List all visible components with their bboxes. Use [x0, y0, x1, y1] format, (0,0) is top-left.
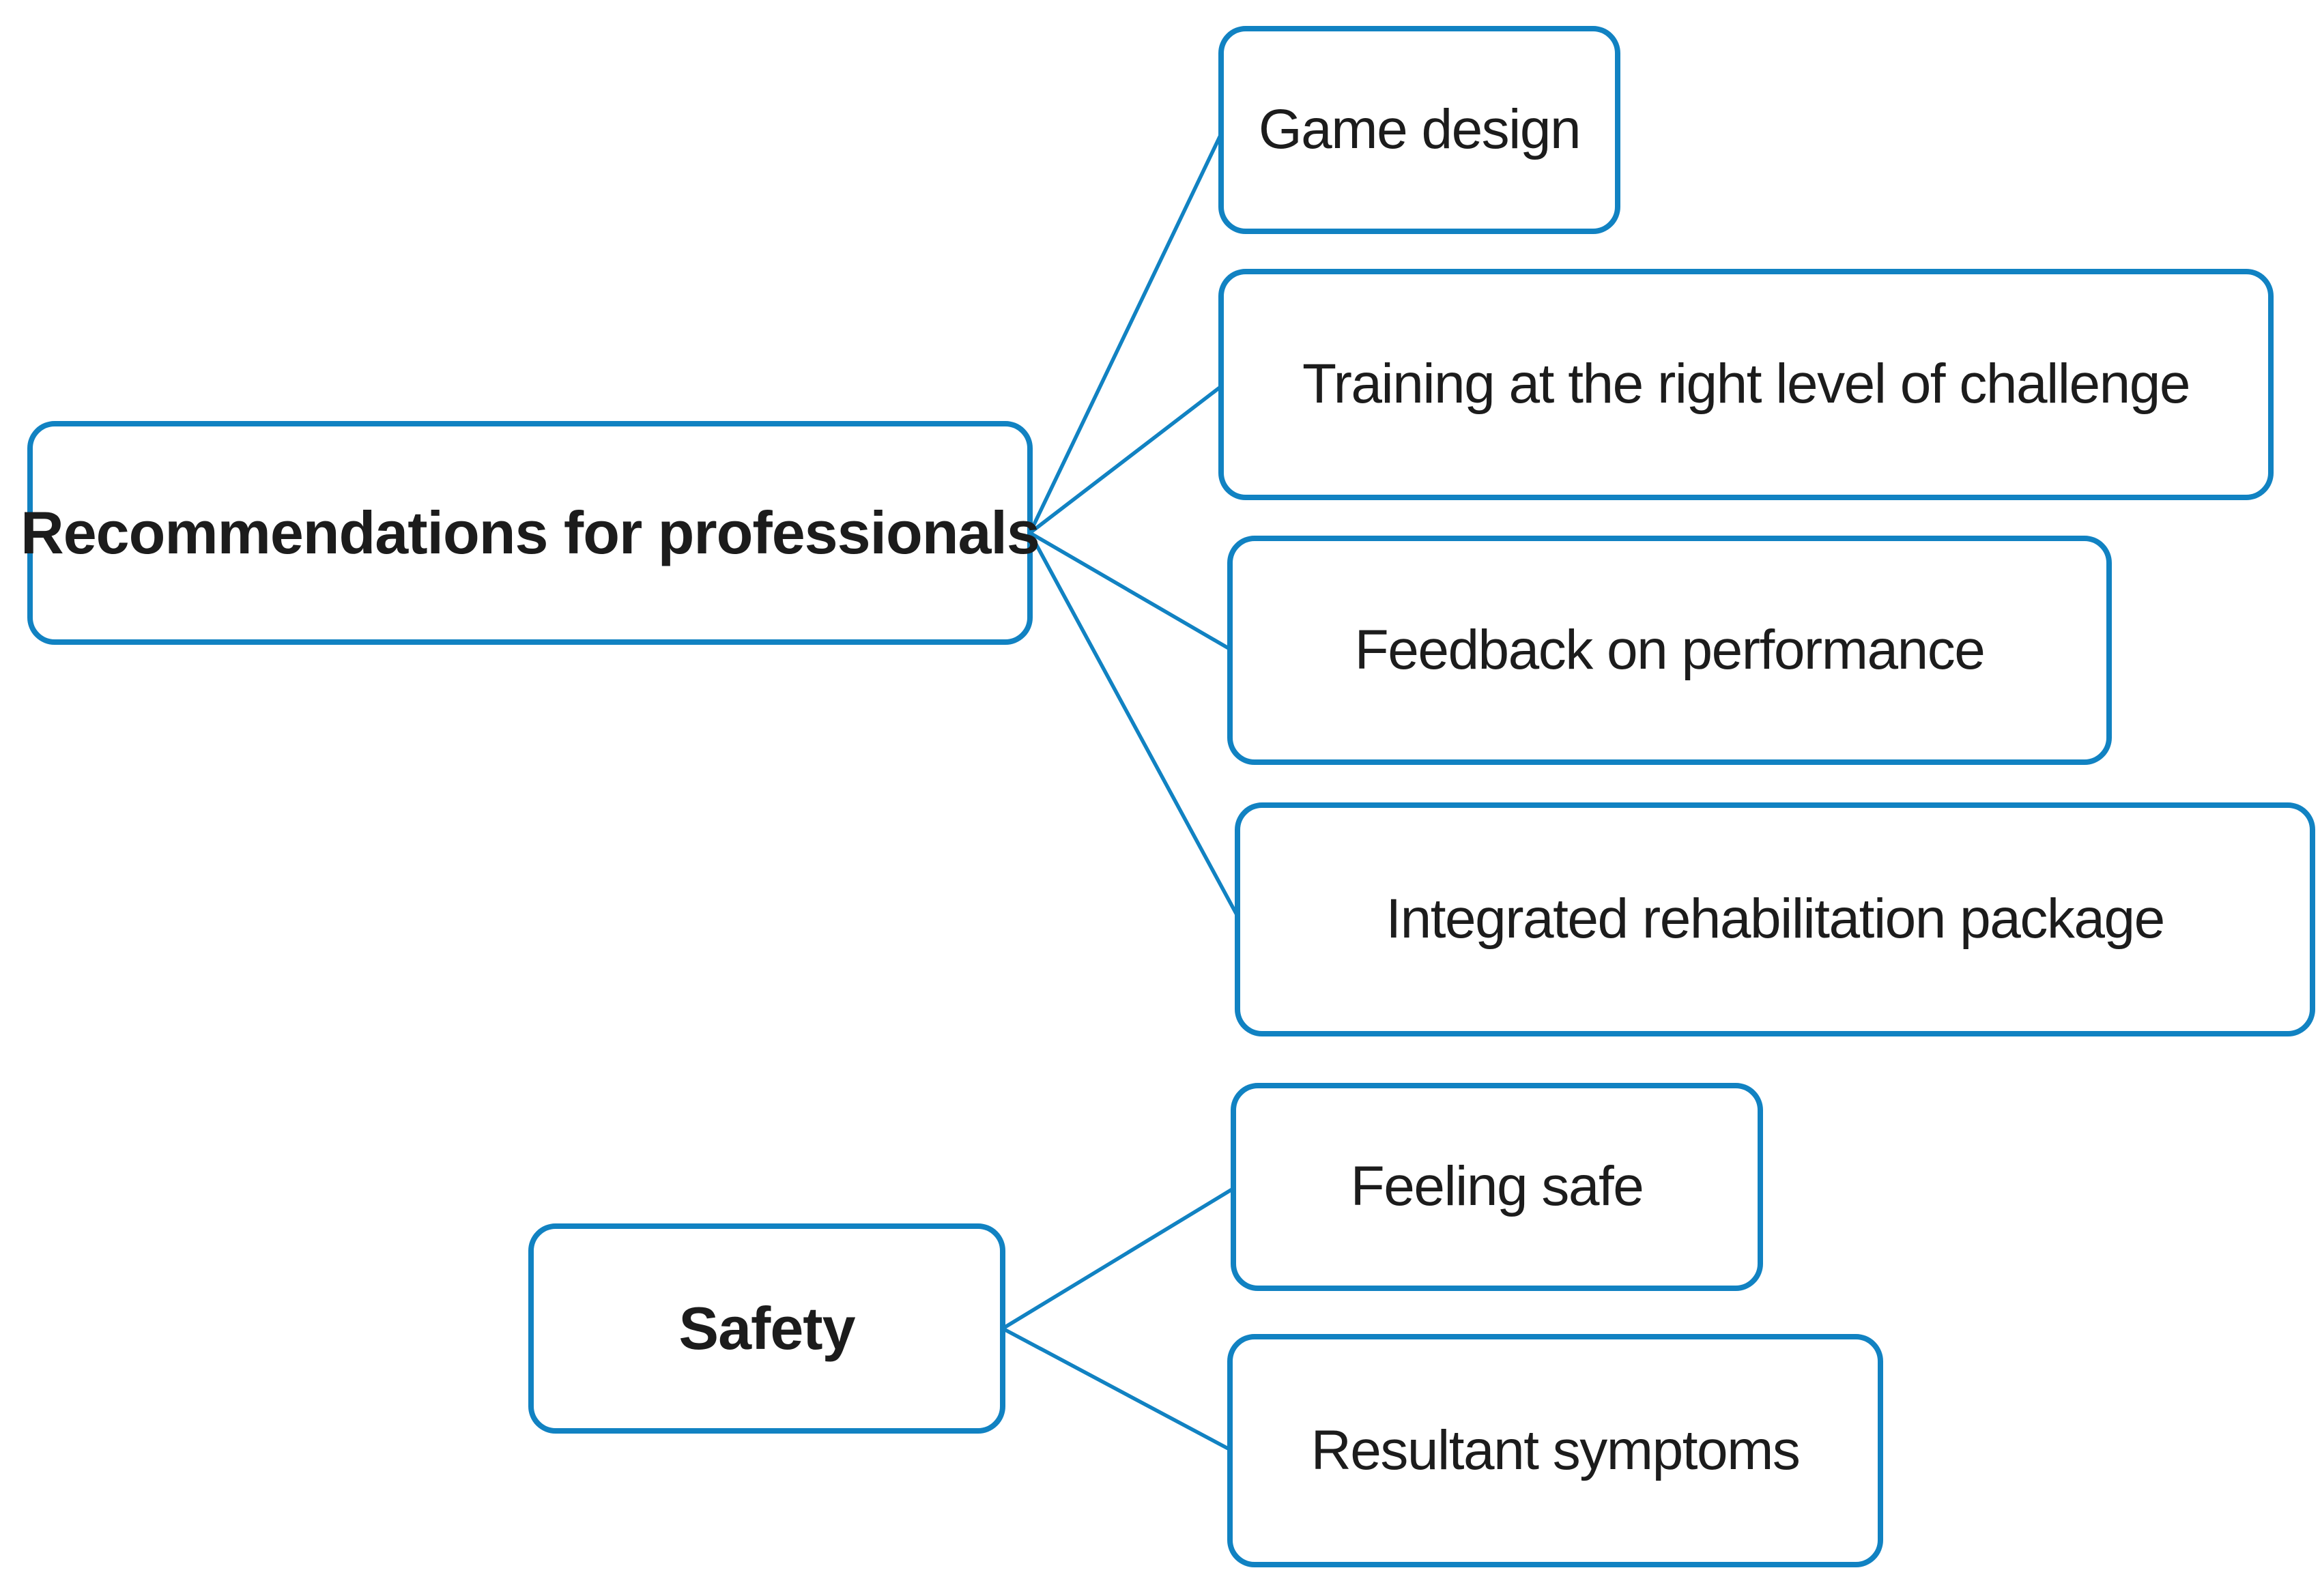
node-label: Game design — [1258, 98, 1581, 161]
node-label: Feeling safe — [1350, 1155, 1644, 1218]
connector-recommendations-integrated — [1028, 532, 1242, 921]
node-integrated-rehabilitation-package: Integrated rehabilitation package — [1235, 802, 2315, 1036]
node-game-design: Game design — [1218, 26, 1620, 234]
node-training-at-right-level-of-challenge: Training at the right level of challenge — [1218, 269, 2274, 500]
node-label: Training at the right level of challenge — [1302, 353, 2190, 416]
connector-safety-resultant-symptoms — [1001, 1326, 1233, 1453]
node-label: Resultant symptoms — [1311, 1419, 1801, 1481]
node-label: Feedback on performance — [1354, 618, 1986, 681]
node-safety: Safety — [528, 1223, 1005, 1434]
node-feeling-safe: Feeling safe — [1231, 1083, 1763, 1291]
node-label: Integrated rehabilitation package — [1386, 888, 2165, 951]
node-feedback-on-performance: Feedback on performance — [1227, 536, 2112, 765]
connector-recommendations-game-design — [1028, 128, 1225, 534]
node-recommendations-for-professionals: Recommendations for professionals — [20, 421, 1040, 645]
connector-safety-feeling-safe — [1001, 1185, 1237, 1331]
connector-recommendations-training — [1029, 383, 1225, 535]
connector-recommendations-feedback — [1029, 531, 1233, 652]
node-resultant-symptoms: Resultant symptoms — [1227, 1334, 1883, 1567]
node-label: Safety — [678, 1294, 855, 1362]
node-label: Recommendations for professionals — [20, 498, 1040, 566]
